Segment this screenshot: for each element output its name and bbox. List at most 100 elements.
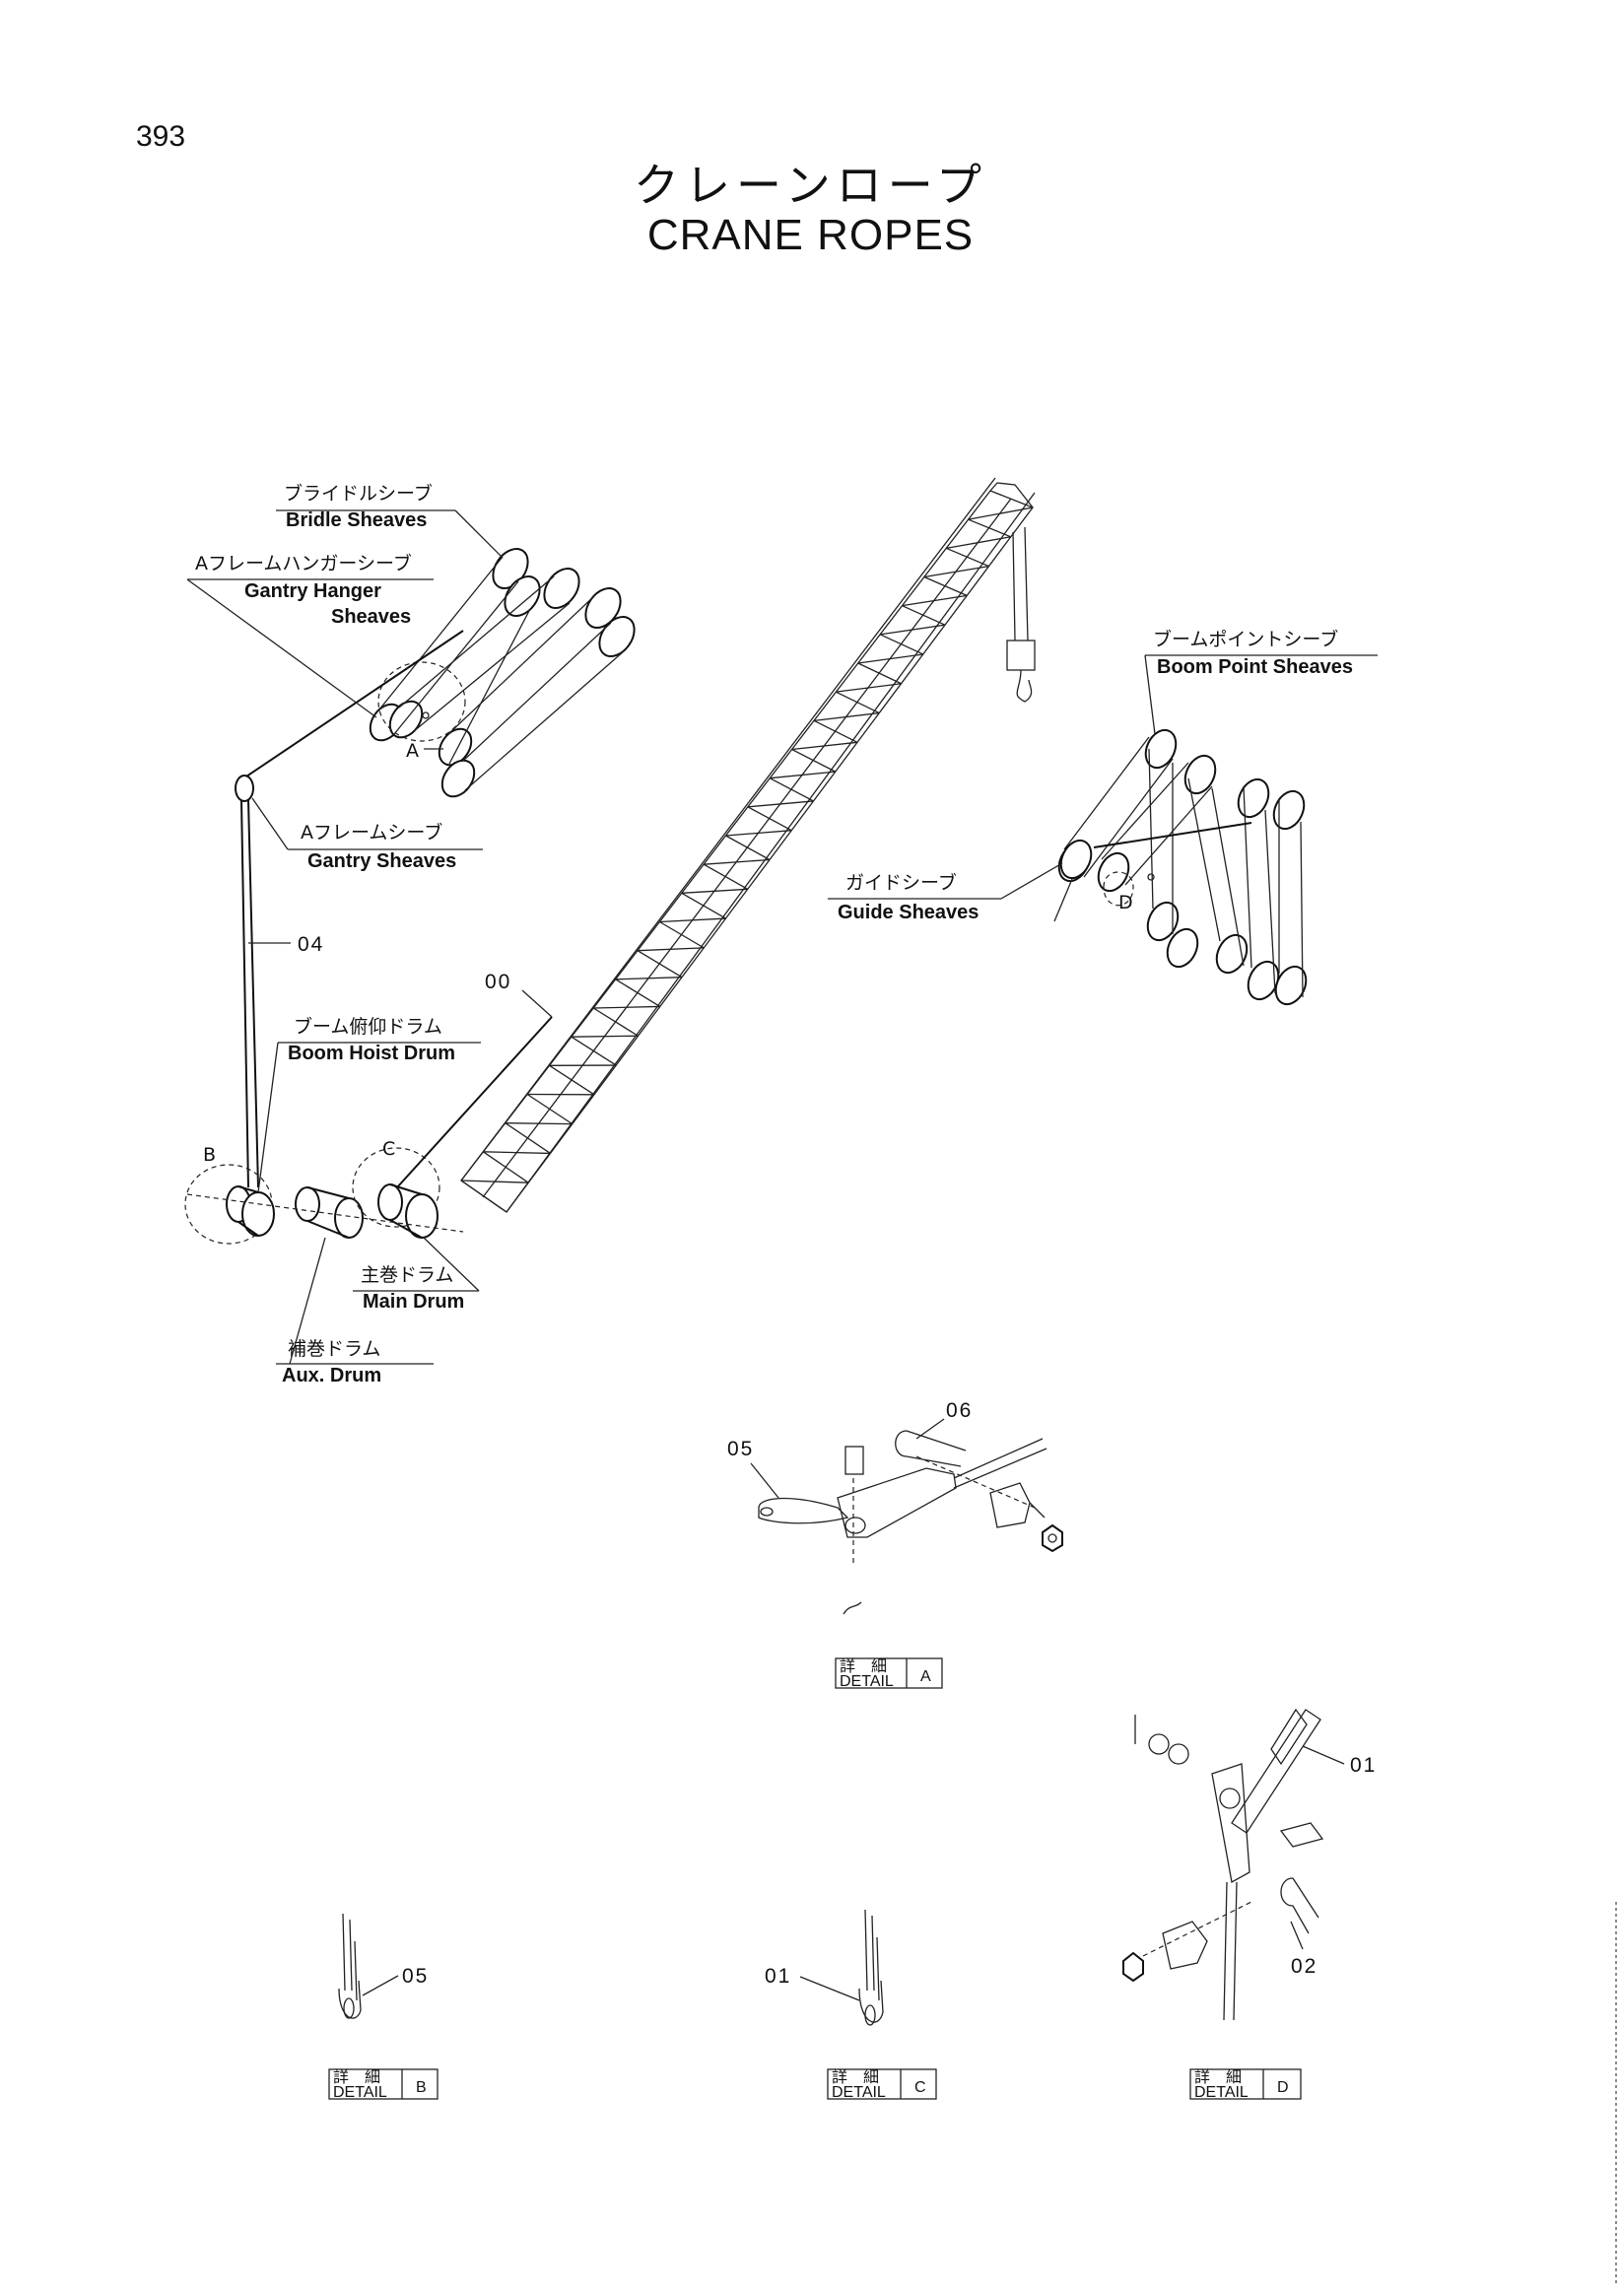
svg-text:Bridle Sheaves: Bridle Sheaves	[286, 509, 427, 531]
svg-text:05: 05	[727, 1438, 754, 1460]
svg-text:DETAIL: DETAIL	[333, 2084, 387, 2101]
boom-lattice-brace	[505, 1122, 551, 1154]
svg-text:00: 00	[485, 971, 511, 993]
boom-lattice-brace	[769, 777, 814, 802]
boom-lattice-brace	[592, 1007, 639, 1037]
boom-lattice-brace	[460, 1180, 529, 1183]
boom-lattice-brace	[880, 624, 946, 636]
boom-lattice-brace	[571, 1036, 617, 1066]
boom-lattice-brace	[813, 719, 858, 743]
svg-text:Guide Sheaves: Guide Sheaves	[838, 902, 979, 923]
svg-text:ブライドルシーブ: ブライドルシーブ	[284, 482, 433, 505]
boom-lattice-brace	[681, 888, 748, 894]
detail-box-c: 詳 細 DETAIL C	[827, 2068, 937, 2101]
boom-lattice-brace	[483, 1151, 551, 1155]
boom-lattice-brace	[946, 536, 1011, 549]
detail-marker-d: D	[1118, 892, 1133, 913]
boom-lattice-brace	[747, 806, 792, 832]
detail-marker-b: B	[203, 1144, 216, 1166]
boom-lattice-brace	[659, 920, 705, 949]
boom-lattice-brace	[791, 748, 837, 773]
gantry-sheaves-label: Aフレームシーブ Gantry Sheaves	[251, 797, 483, 872]
detail-marker-a: A	[406, 740, 419, 762]
callout-04: 04	[248, 933, 324, 956]
aux-drum-label: 補巻ドラム Aux. Drum	[276, 1237, 434, 1386]
svg-text:04: 04	[298, 933, 324, 956]
callout-00: 00	[485, 971, 553, 1018]
callout-01-detail-c: 01	[765, 1965, 860, 2001]
svg-text:01: 01	[1350, 1754, 1377, 1777]
callout-05-detail-b: 05	[362, 1965, 429, 1996]
svg-text:06: 06	[946, 1399, 973, 1422]
svg-text:詳 細: 詳 細	[832, 2068, 879, 2086]
svg-text:Aux. Drum: Aux. Drum	[282, 1365, 381, 1386]
gantry-sheave-rope	[235, 630, 464, 1188]
svg-text:Gantry Sheaves: Gantry Sheaves	[307, 850, 456, 872]
page-title: CRANE ROPES	[646, 211, 975, 259]
svg-text:Boom Hoist Drum: Boom Hoist Drum	[288, 1043, 455, 1064]
svg-text:DETAIL: DETAIL	[840, 1673, 894, 1690]
boom-lattice-brace	[615, 977, 683, 980]
main-drum-label: 主巻ドラム Main Drum	[353, 1237, 480, 1313]
boom-lattice-brace	[902, 594, 968, 607]
boom-lattice-brace	[460, 1180, 507, 1213]
page-number: 393	[136, 120, 186, 153]
svg-text:A: A	[920, 1668, 931, 1685]
boom-lattice-brace	[770, 771, 836, 779]
boom-lattice-brace	[681, 892, 726, 919]
boom-point-sheaves-label: ブームポイントシーブ Boom Point Sheaves	[1144, 628, 1378, 735]
svg-text:ガイドシーブ: ガイドシーブ	[845, 871, 957, 894]
boom-lattice-brace	[549, 1064, 595, 1096]
svg-text:Sheaves: Sheaves	[331, 606, 411, 628]
svg-text:Boom Point Sheaves: Boom Point Sheaves	[1157, 656, 1353, 678]
callout-05-detail-a: 05	[727, 1438, 779, 1499]
bridle-sheaves-label: ブライドルシーブ Bridle Sheaves	[276, 482, 504, 559]
svg-text:B: B	[416, 2079, 427, 2096]
boom-lattice-brace	[615, 979, 661, 1008]
boom-lattice-brace	[725, 830, 792, 837]
boom-lattice-brace	[923, 565, 989, 578]
boom-lattice-brace	[505, 1122, 573, 1125]
svg-text:主巻ドラム: 主巻ドラム	[361, 1264, 453, 1286]
boom-lattice-brace	[725, 835, 771, 861]
boom-lattice-brace	[968, 518, 1011, 538]
svg-text:Gantry Hanger: Gantry Hanger	[244, 580, 381, 602]
detail-marker-c: C	[382, 1138, 395, 1160]
boom-lattice-brace	[836, 683, 902, 693]
boom-lattice-brace	[813, 711, 880, 721]
boom-lattice-brace	[791, 741, 858, 751]
page-title-japanese: クレーンロープ	[634, 159, 987, 212]
svg-text:詳 細: 詳 細	[333, 2068, 380, 2086]
bridle-sheave-cluster: A	[369, 548, 636, 798]
boom-lattice-brace	[857, 662, 902, 685]
svg-text:ブームポイントシーブ: ブームポイントシーブ	[1153, 628, 1338, 650]
detail-a-drawing	[758, 1430, 1063, 1615]
lattice-boom	[460, 477, 1036, 1213]
boom-lattice-brace	[879, 634, 924, 655]
detail-box-b: 詳 細 DETAIL B	[328, 2068, 439, 2101]
detail-b-drawing	[338, 1913, 362, 2019]
svg-text:D: D	[1277, 2079, 1289, 2096]
svg-text:詳 細: 詳 細	[840, 1657, 887, 1675]
boom-lattice-brace	[945, 547, 989, 568]
svg-text:DETAIL: DETAIL	[1194, 2084, 1249, 2101]
boom-hoist-drum-label: ブーム俯仰ドラム Boom Hoist Drum	[257, 1015, 481, 1193]
boom-lattice-brace	[704, 858, 771, 865]
boom-lattice-brace	[637, 947, 705, 952]
boom-lattice-brace	[571, 1035, 639, 1038]
callout-01-detail-d: 01	[1302, 1745, 1377, 1777]
detail-c-drawing	[858, 1909, 884, 2026]
callout-02: 02	[1290, 1921, 1316, 1978]
boom-lattice-brace	[968, 506, 1034, 520]
guide-sheaves-label: ガイドシーブ Guide Sheaves	[828, 862, 1063, 923]
svg-text:C: C	[914, 2079, 926, 2096]
gantry-hanger-sheaves-label: Aフレームハンガーシーブ Gantry Hanger Sheaves	[186, 552, 434, 718]
svg-text:DETAIL: DETAIL	[832, 2084, 886, 2101]
boom-lattice-brace	[526, 1093, 574, 1125]
svg-text:05: 05	[402, 1965, 429, 1988]
svg-text:Aフレームハンガーシーブ: Aフレームハンガーシーブ	[195, 552, 412, 574]
boom-lattice-brace	[923, 575, 968, 596]
boom-lattice-brace	[747, 800, 814, 808]
svg-text:補巻ドラム: 補巻ドラム	[288, 1338, 380, 1360]
